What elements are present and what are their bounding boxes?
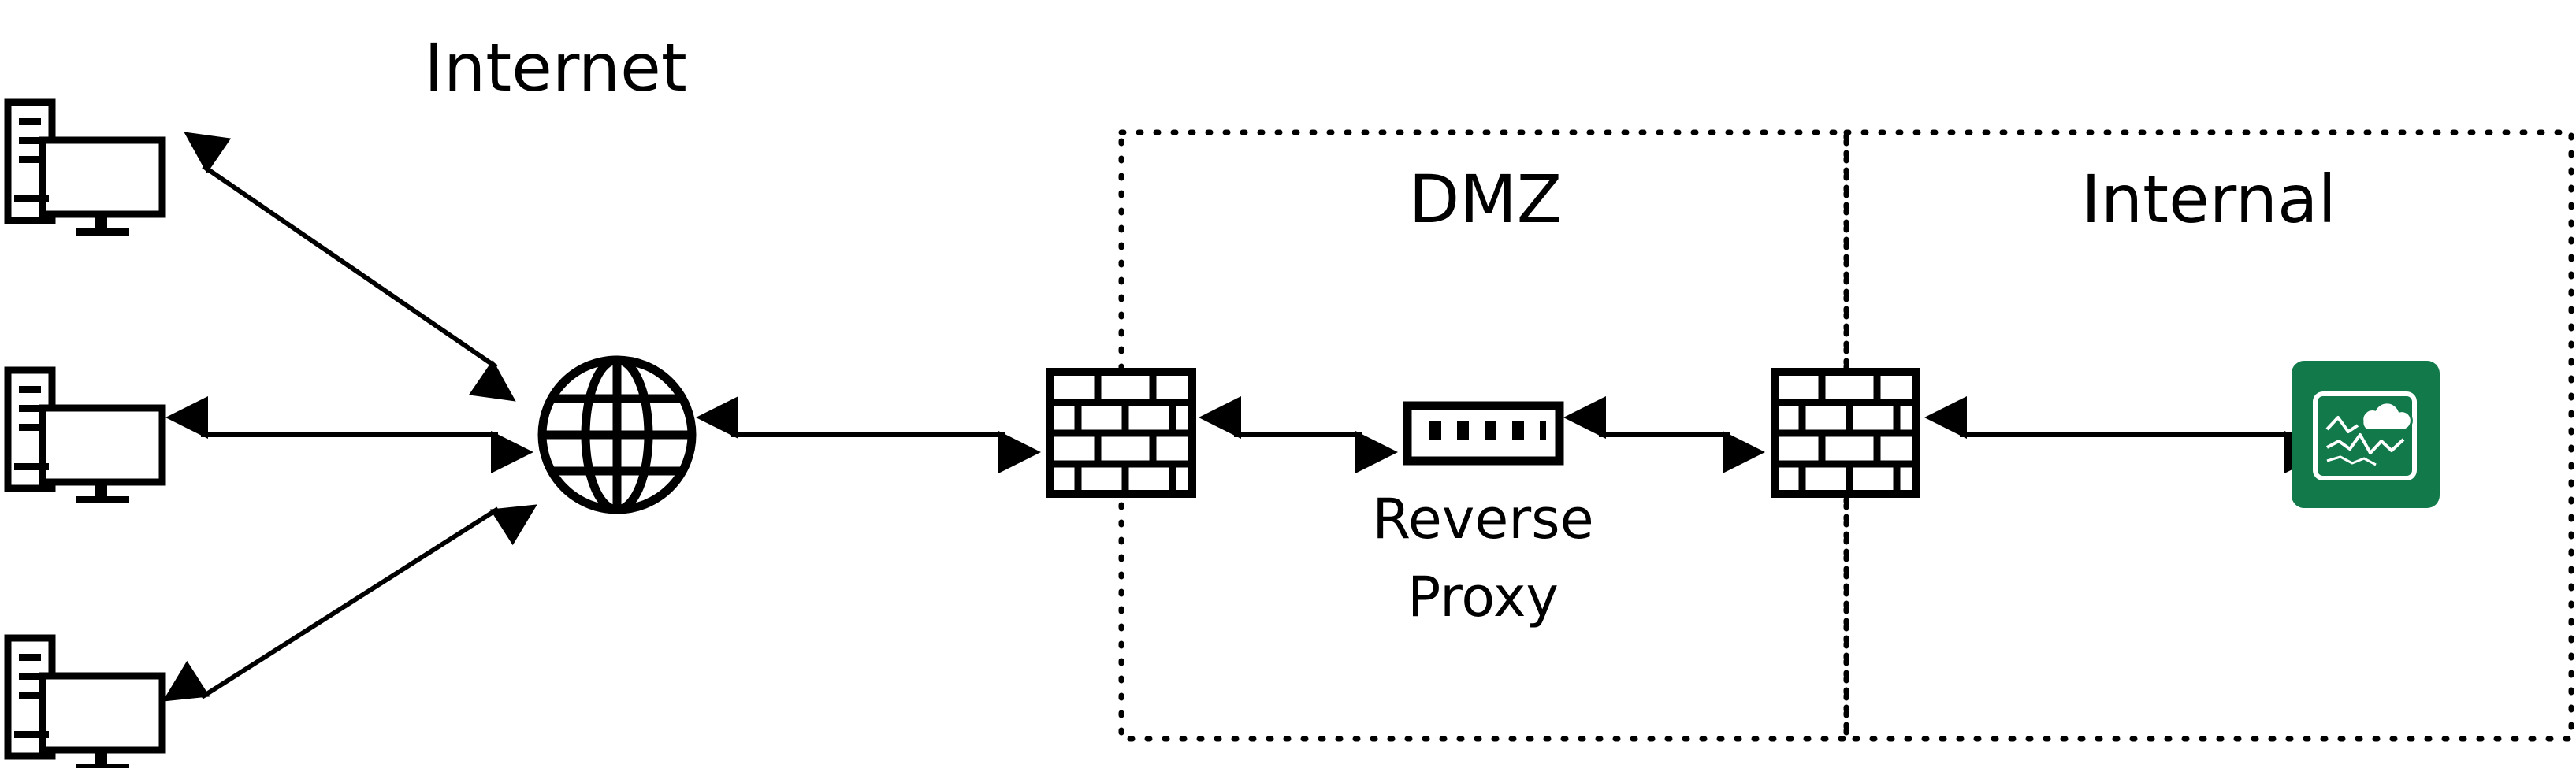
reverse-proxy-label-line1: Reverse: [1372, 487, 1593, 551]
firewall-icon: [1775, 372, 1916, 494]
computer-icon: [8, 370, 162, 503]
arrow-computer-top-to-internet: [184, 132, 516, 402]
switch-icon: [1403, 401, 1564, 466]
computer-icon: [8, 638, 162, 768]
globe-icon: [537, 355, 697, 514]
dmz-label: DMZ: [1409, 161, 1563, 238]
computer-icon: [8, 102, 162, 236]
reverse-proxy-label-line2: Proxy: [1407, 565, 1559, 629]
monitoring-app-icon: [2292, 361, 2440, 508]
internal-label: Internal: [2081, 161, 2336, 238]
arrow-computer-bottom-to-internet: [162, 504, 537, 702]
internet-label: Internet: [424, 29, 687, 106]
firewall-icon: [1050, 372, 1192, 494]
